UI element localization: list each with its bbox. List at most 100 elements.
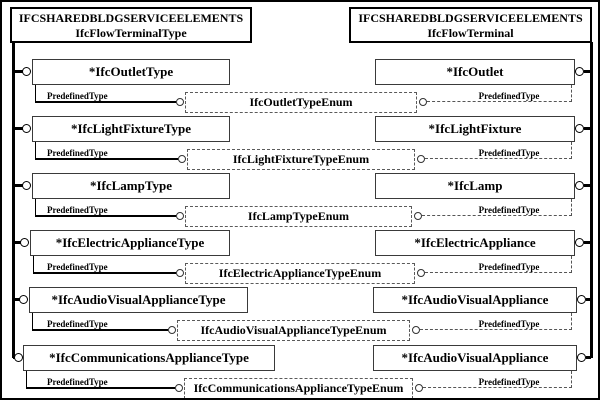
attribute-line — [35, 199, 37, 216]
enum-label: IfcCommunicationsApplianceTypeEnum — [193, 381, 404, 395]
attribute-label: PredefinedType — [47, 377, 108, 387]
attribute-label: PredefinedType — [478, 319, 540, 329]
entity-context-left: IfcFlowTerminalType — [75, 26, 187, 40]
enum-box: IfcCommunicationsApplianceTypeEnum — [184, 378, 413, 398]
connector-line-left — [14, 298, 20, 301]
attribute-dashed-line — [420, 329, 572, 330]
relation-circle — [20, 237, 29, 247]
attribute-line — [35, 158, 178, 160]
relation-circle — [22, 123, 31, 133]
attribute-circle — [178, 155, 186, 163]
relation-circle — [575, 180, 584, 190]
attribute-circle — [417, 155, 425, 163]
entity-box-left: *IfcLampType — [32, 173, 230, 199]
enum-label: IfcElectricApplianceTypeEnum — [218, 266, 382, 280]
bus-line-right — [590, 42, 593, 358]
entity-box-right: *IfcLamp — [375, 173, 575, 199]
attribute-circle — [176, 98, 184, 106]
relation-circle — [575, 66, 584, 76]
attribute-line — [35, 142, 37, 159]
attribute-dashed-line — [423, 387, 572, 388]
relation-circle — [19, 294, 28, 304]
entity-label: *IfcLightFixtureType — [70, 121, 192, 136]
relation-circle — [22, 180, 31, 190]
enum-label: IfcLampTypeEnum — [247, 209, 350, 223]
entity-label: *IfcAudioVisualApplianceType — [51, 292, 226, 307]
attribute-circle — [414, 212, 422, 220]
attribute-line — [26, 387, 175, 389]
attribute-label: PredefinedType — [478, 91, 540, 101]
attribute-dashed-line — [571, 256, 572, 273]
attribute-line — [35, 215, 176, 217]
schema-header-right: IFCSHAREDBLDGSERVICEELEMENTS IfcFlowTerm… — [349, 7, 592, 43]
entity-label: *IfcOutlet — [446, 64, 504, 79]
enum-label: IfcLightFixtureTypeEnum — [232, 152, 370, 166]
attribute-label: PredefinedType — [47, 148, 108, 158]
entity-box-left: *IfcCommunicationsApplianceType — [23, 345, 275, 371]
attribute-line — [33, 256, 35, 273]
entity-context-right: IfcFlowTerminal — [427, 26, 514, 40]
entity-label: *IfcAudioVisualAppliance — [401, 292, 549, 307]
schema-name-left: IFCSHAREDBLDGSERVICEELEMENTS — [18, 11, 244, 25]
relation-circle — [13, 352, 23, 362]
attribute-circle — [412, 326, 420, 334]
relation-circle — [577, 294, 586, 304]
enum-box: IfcLampTypeEnum — [185, 206, 412, 227]
attribute-dashed-line — [422, 215, 572, 216]
attribute-circle — [176, 269, 184, 277]
enum-box: IfcElectricApplianceTypeEnum — [185, 263, 415, 284]
relation-circle — [577, 352, 586, 362]
connector-line-left — [14, 70, 23, 73]
connector-line-right — [586, 298, 591, 301]
attribute-label: PredefinedType — [47, 205, 108, 215]
entity-label: *IfcLightFixture — [428, 121, 522, 136]
attribute-circle — [417, 269, 425, 277]
attribute-line — [33, 272, 176, 274]
schema-name-right: IFCSHAREDBLDGSERVICEELEMENTS — [358, 11, 583, 25]
attribute-dashed-line — [571, 199, 572, 216]
attribute-circle — [175, 384, 183, 392]
enum-box: IfcOutletTypeEnum — [185, 92, 417, 113]
entity-label: *IfcLamp — [447, 178, 503, 193]
connector-line-left — [14, 127, 23, 130]
relation-circle — [575, 123, 584, 133]
enum-box: IfcAudioVisualApplianceTypeEnum — [177, 320, 410, 341]
attribute-line — [35, 85, 37, 102]
attribute-line — [26, 371, 28, 388]
attribute-line — [35, 101, 176, 103]
entity-label: *IfcLampType — [89, 178, 173, 193]
attribute-circle — [168, 326, 176, 334]
attribute-circle — [415, 384, 423, 392]
enum-label: IfcAudioVisualApplianceTypeEnum — [200, 323, 387, 337]
entity-box-right: *IfcLightFixture — [375, 116, 575, 142]
relation-circle — [575, 237, 584, 247]
schema-header-left: IFCSHAREDBLDGSERVICEELEMENTS IfcFlowTerm… — [10, 7, 252, 43]
entity-label: *IfcElectricAppliance — [414, 235, 536, 250]
attribute-dashed-line — [571, 371, 572, 388]
connector-line-right — [584, 241, 591, 244]
entity-box-left: *IfcOutletType — [32, 59, 230, 85]
entity-box-left: *IfcAudioVisualApplianceType — [29, 287, 248, 313]
attribute-dashed-line — [425, 272, 572, 273]
entity-box-left: *IfcLightFixtureType — [32, 116, 230, 142]
entity-label: *IfcCommunicationsApplianceType — [49, 350, 249, 365]
entity-box-right: *IfcOutlet — [375, 59, 575, 85]
connector-line-right — [584, 70, 591, 73]
attribute-circle — [419, 98, 427, 106]
attribute-label: PredefinedType — [47, 319, 108, 329]
attribute-label: PredefinedType — [47, 262, 108, 272]
connector-line-right — [584, 127, 591, 130]
relation-circle — [22, 66, 31, 76]
bus-line-left — [12, 42, 15, 358]
attribute-label: PredefinedType — [478, 377, 540, 387]
attribute-dashed-line — [571, 313, 572, 330]
connector-line-right — [586, 356, 591, 359]
enum-label: IfcOutletTypeEnum — [249, 95, 353, 109]
attribute-circle — [176, 212, 184, 220]
entity-label: *IfcElectricApplianceType — [55, 235, 205, 250]
entity-label: *IfcAudioVisualAppliance — [401, 350, 549, 365]
connector-line-left — [14, 184, 23, 187]
entity-box-right: *IfcAudioVisualAppliance — [373, 345, 577, 371]
enum-box: IfcLightFixtureTypeEnum — [187, 149, 415, 170]
